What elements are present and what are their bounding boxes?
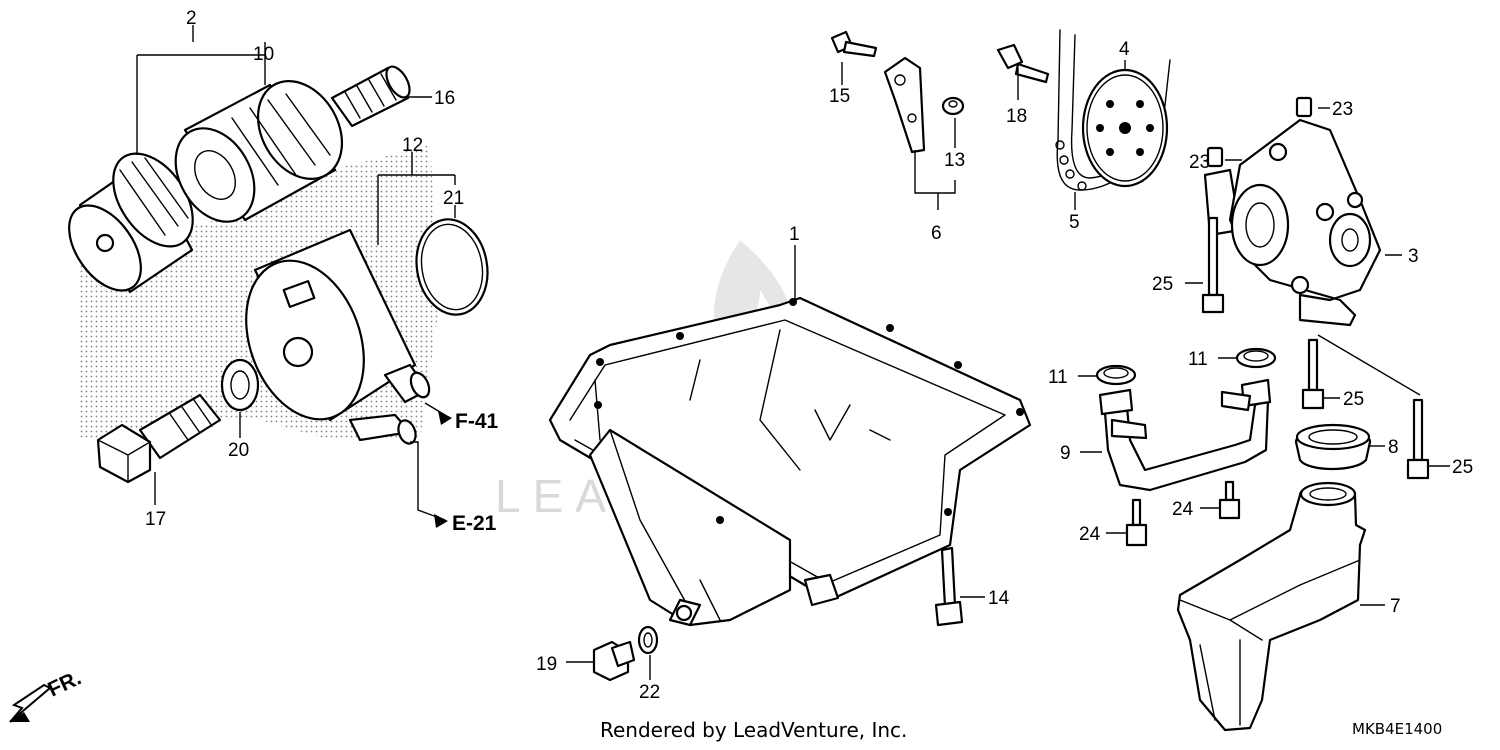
callout-13: 13 [944,150,965,171]
oil-cooler-part-12[interactable] [225,228,432,446]
drain-bolt-part-19[interactable] [592,640,636,682]
callout-3: 3 [1408,246,1419,267]
bolt-part-25a[interactable] [1201,216,1225,314]
bolt-part-15[interactable] [830,30,878,58]
bolt-part-14[interactable] [934,546,964,627]
bolt-part-25b[interactable] [1301,338,1325,410]
diagram-code: MKB4E1400 [1352,720,1443,738]
callout-14: 14 [988,588,1010,609]
f41-arrow [438,411,452,425]
washer-part-20[interactable] [220,358,260,412]
callout-11a: 11 [1048,367,1068,388]
oil-strainer-part-7[interactable] [1176,481,1367,732]
callout-21: 21 [443,188,464,209]
oil-pan-part-1[interactable] [548,296,1032,627]
washer-part-22[interactable] [637,625,659,655]
dowel-pin-part-23a[interactable] [1295,96,1313,118]
callout-10: 10 [253,44,274,65]
front-direction-arrow [9,683,52,723]
callout-25b: 25 [1343,389,1364,410]
o-ring-inner [420,223,484,311]
dowel-pin-part-23b[interactable] [1206,146,1224,168]
callout-16: 16 [434,88,455,109]
callout-5: 5 [1069,212,1080,233]
callout-6: 6 [931,223,942,244]
bolt-part-17[interactable] [96,393,222,484]
callout-1: 1 [789,224,800,245]
callout-9: 9 [1060,443,1071,464]
callout-19: 19 [536,654,557,675]
seal-part-8[interactable] [1294,423,1372,470]
callout-11b: 11 [1188,349,1208,370]
o-ring-part-21[interactable] [409,214,495,321]
ref-f41-label: F-41 [455,410,499,433]
front-marker-label: FR. [44,666,84,701]
callout-22: 22 [639,682,660,703]
chain-guide-part-6[interactable] [883,56,926,154]
callout-23b: 23 [1189,152,1210,173]
oil-pump-part-3[interactable] [1203,118,1382,327]
callout-8: 8 [1388,437,1399,458]
callout-20: 20 [228,440,249,461]
callout-24a: 24 [1079,524,1101,545]
callout-15: 15 [829,86,850,107]
callout-2: 2 [186,8,197,29]
callout-12: 12 [402,135,423,156]
bolt-part-24a[interactable] [1125,498,1148,547]
callout-25a: 25 [1152,274,1173,295]
bolt-part-25c[interactable] [1406,398,1430,480]
sprocket-part-4[interactable] [1081,68,1169,188]
ref-e21-label: E-21 [452,512,497,535]
callout-25c: 25 [1452,457,1473,478]
bolt-part-18[interactable] [996,43,1050,84]
callout-24b: 24 [1172,499,1194,520]
collar-part-13[interactable] [941,96,965,116]
callout-23a: 23 [1332,99,1353,120]
nipple-part-16[interactable] [330,63,414,128]
bolt-part-24b[interactable] [1218,480,1241,520]
oil-filter-element-part-10[interactable] [160,66,359,236]
callout-18: 18 [1006,106,1027,127]
callout-4: 4 [1119,39,1130,60]
rendered-by-credit: Rendered by LeadVenture, Inc. [600,718,908,742]
e21-arrow [434,514,448,528]
o-ring-part-11b[interactable] [1235,347,1277,369]
oil-pipe-part-9[interactable] [1098,378,1272,492]
callout-7: 7 [1390,596,1401,617]
callout-17: 17 [145,509,166,530]
o-ring-part-11a[interactable] [1095,364,1137,386]
